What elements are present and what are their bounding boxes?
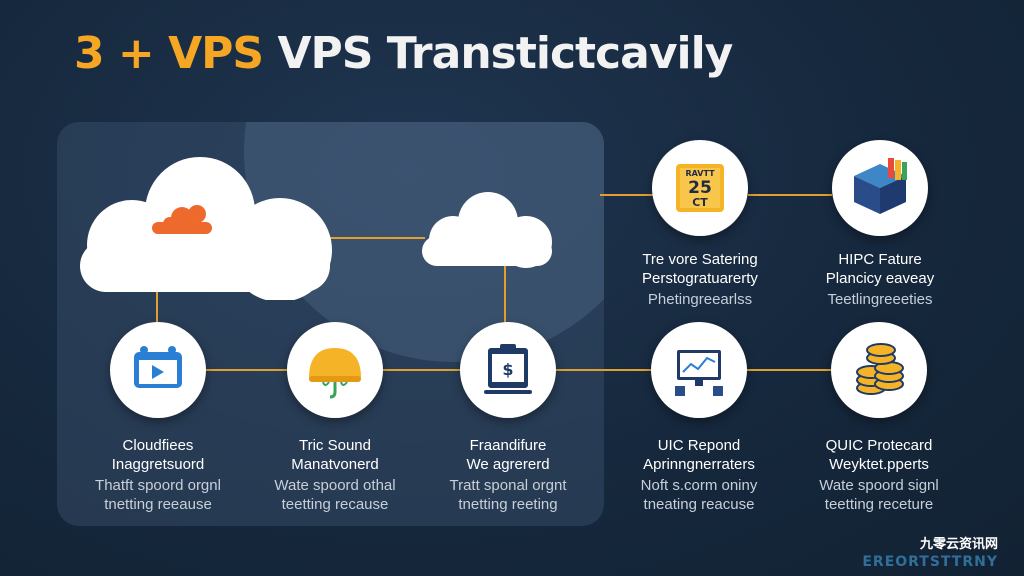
- coin-stack-icon: [856, 343, 904, 395]
- label-line: tneating reacuse: [643, 496, 755, 513]
- watermark-en: EREORTSTTRNY: [862, 554, 998, 570]
- label-line: tnetting reeting: [458, 496, 558, 513]
- label-server: HIPC Fature Plancicy eaveay Teetlingreee…: [795, 250, 965, 309]
- svg-text:CT: CT: [692, 196, 708, 209]
- label-line: HIPC Fature: [838, 251, 922, 268]
- label-line: Noft s.corm oniny: [640, 477, 758, 494]
- video-node: [110, 322, 206, 418]
- label-line: Plancicy eaveay: [825, 270, 935, 287]
- umbrella-node: [287, 322, 383, 418]
- orange-cloud-logo-icon: [152, 205, 212, 234]
- label-line: Aprinngnerraters: [643, 456, 755, 473]
- label-line: Inaggretsuord: [111, 456, 205, 473]
- label-coins: QUIC Protecard Weyktet.pperts Wate spoor…: [794, 436, 964, 514]
- video-player-icon: [134, 346, 182, 388]
- chart-monitor-icon: [675, 350, 723, 396]
- label-line: Thatft spoord orgnl: [95, 477, 221, 494]
- label-line: Weyktet.pperts: [829, 456, 929, 473]
- label-line: teetting receture: [824, 496, 934, 513]
- calendar-node: RAVTT 25 CT: [652, 140, 748, 236]
- umbrella-icon: [309, 348, 361, 399]
- small-cloud: [418, 188, 556, 270]
- label-line: Wate spoord othal: [274, 477, 396, 494]
- svg-text:$: $: [502, 360, 513, 379]
- label-line: Perstogratuarerty: [642, 270, 758, 287]
- label-line: Teetlingreeeties: [827, 291, 933, 308]
- label-line: Tratt sponal orgnt: [449, 477, 567, 494]
- label-line: Tre vore Satering: [642, 251, 758, 268]
- server-node: [832, 140, 928, 236]
- page-title: 3 + VPS VPS Transtictcavily: [74, 28, 733, 79]
- label-line: Phetingreearlss: [647, 291, 753, 308]
- coins-node: [831, 322, 927, 418]
- server-box-icon: [854, 158, 907, 214]
- chart-node: [651, 322, 747, 418]
- label-calendar: Tre vore Satering Perstogratuarerty Phet…: [615, 250, 785, 309]
- label-line: teetting recause: [281, 496, 389, 513]
- title-main: VPS Transtictcavily: [277, 28, 733, 79]
- label-line: We agrererd: [466, 456, 550, 473]
- label-line: UIC Repond: [657, 437, 741, 454]
- watermark-cn: 九零云资讯网: [919, 537, 998, 552]
- label-umbrella: Tric Sound Manatvonerd Wate spoord othal…: [250, 436, 420, 514]
- label-video: Cloudfiees Inaggretsuord Thatft spoord o…: [73, 436, 243, 514]
- title-accent: 3 + VPS: [74, 28, 264, 79]
- label-monitor: Fraandifure We agrererd Tratt sponal org…: [423, 436, 593, 514]
- label-line: Fraandifure: [469, 437, 547, 454]
- label-line: Wate spoord signl: [819, 477, 939, 494]
- label-line: Cloudfiees: [122, 437, 194, 454]
- svg-text:RAVTT: RAVTT: [685, 169, 715, 178]
- monitor-dollar-icon: $: [484, 344, 532, 394]
- label-line: Manatvonerd: [291, 456, 379, 473]
- svg-text:25: 25: [688, 178, 712, 198]
- large-cloud: [70, 150, 335, 300]
- label-chart: UIC Repond Aprinngnerraters Noft s.corm …: [614, 436, 784, 514]
- monitor-node: $: [460, 322, 556, 418]
- calendar-badge-icon: RAVTT 25 CT: [676, 164, 724, 212]
- label-line: QUIC Protecard: [825, 437, 933, 454]
- label-line: tnetting reeause: [104, 496, 212, 513]
- label-line: Tric Sound: [299, 437, 371, 454]
